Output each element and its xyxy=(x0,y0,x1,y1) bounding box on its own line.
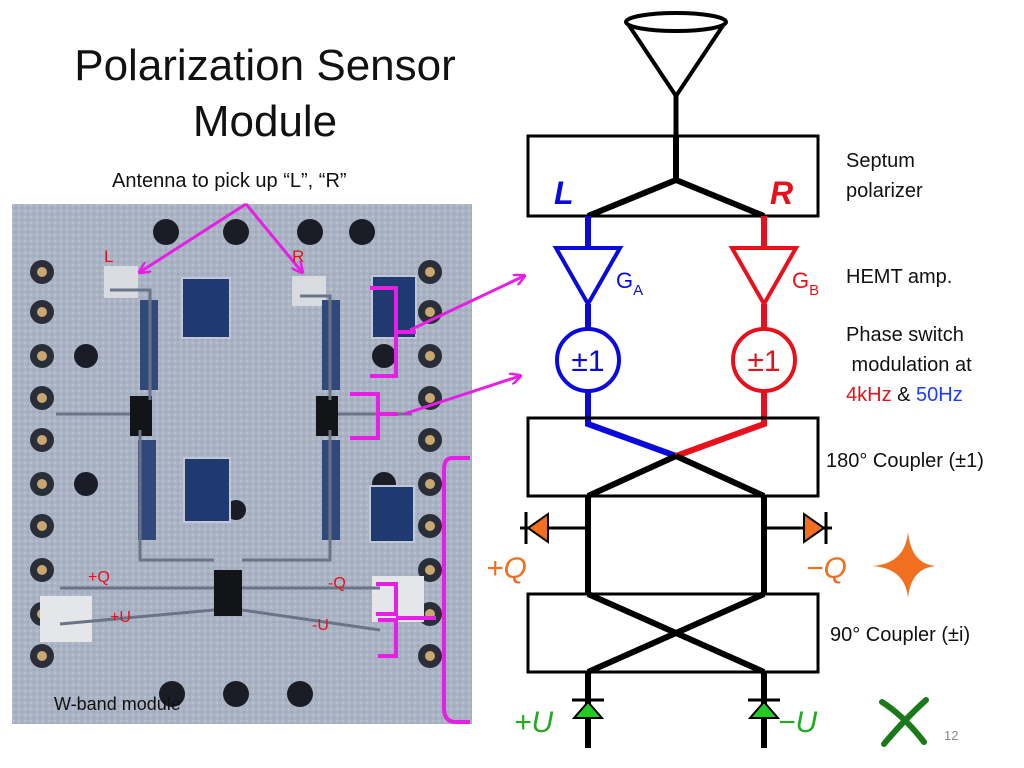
diode-icon xyxy=(747,698,781,719)
photo-label-minus-u: -U xyxy=(312,617,329,634)
freq-4khz: 4kHz xyxy=(846,384,892,406)
phase-switch-annotation: Phase switch modulation at 4kHz & 50Hz xyxy=(846,320,972,410)
pointer-arrows xyxy=(403,276,524,416)
coupler-90-box xyxy=(526,592,820,674)
minus-q-label: −Q xyxy=(806,552,847,585)
plus-cross-icon xyxy=(872,532,936,598)
gain-b-label: GB xyxy=(792,268,819,299)
septum-line-1: Septum xyxy=(846,150,915,172)
amplifier-triangle-icon xyxy=(552,246,624,309)
horn-antenna-icon xyxy=(624,11,728,136)
photo-label-plus-q: +Q xyxy=(88,569,110,586)
hemt-annotation: HEMT amp. xyxy=(846,266,953,288)
schematic: L R ±1 GA ±1 GB xyxy=(486,11,936,748)
title-line-2: Module xyxy=(192,97,338,146)
mounting-holes xyxy=(74,219,396,707)
phase-switch-left-label: ±1 xyxy=(571,345,604,378)
title-line-1: Polarization Sensor xyxy=(74,41,456,90)
phase-switch-right-label: ±1 xyxy=(747,345,780,378)
frequency-line: 4kHz & 50Hz xyxy=(846,380,972,410)
diode-icon xyxy=(764,512,832,544)
septum-annotation: Septum polarizer xyxy=(846,146,923,206)
photo-label-plus-u: +U xyxy=(110,609,131,626)
amplifier-triangle-icon xyxy=(728,246,800,309)
diode-icon xyxy=(520,512,588,544)
coupler-90-annotation: 90° Coupler (±i) xyxy=(830,624,971,646)
left-chain: ±1 GA xyxy=(552,216,678,459)
right-chain: ±1 GB xyxy=(674,216,819,459)
slide-title: Polarization Sensor Module xyxy=(40,38,490,150)
substrate-pad xyxy=(104,266,138,298)
magenta-brackets xyxy=(350,286,470,724)
gain-a-label: GA xyxy=(616,268,643,299)
septum-line-2: polarizer xyxy=(846,180,923,202)
photo-label-r: R xyxy=(292,247,304,266)
substrate-pad xyxy=(40,596,92,642)
freq-and: & xyxy=(891,384,917,406)
phase-line-2: modulation at xyxy=(846,354,972,376)
plus-q-label: +Q xyxy=(486,552,527,585)
photo-label-minus-q: -Q xyxy=(328,575,346,592)
page-number: 12 xyxy=(944,728,959,743)
pad-column-right xyxy=(418,260,442,668)
mmic-chips xyxy=(130,275,417,616)
substrate-pad xyxy=(292,276,326,306)
branch-label-r: R xyxy=(770,175,793,211)
photo-label-l: L xyxy=(104,247,113,266)
branch-label-l: L xyxy=(554,175,574,211)
module-caption: W-band module xyxy=(54,694,181,714)
antenna-arrows xyxy=(140,202,302,272)
minus-u-label: −U xyxy=(778,706,818,739)
diode-icon xyxy=(571,698,605,719)
plus-u-label: +U xyxy=(514,706,554,739)
antenna-caption: Antenna to pick up “L”, “R” xyxy=(112,170,347,192)
coupler-180-box xyxy=(526,416,820,498)
coupler-180-annotation: 180° Coupler (±1) xyxy=(826,450,984,472)
transmission-lines xyxy=(56,288,412,632)
x-cross-icon xyxy=(879,697,929,747)
freq-50hz: 50Hz xyxy=(916,384,963,406)
module-photo: L R +Q -Q +U -U W-band module xyxy=(12,202,472,724)
phase-line-1: Phase switch xyxy=(846,324,964,346)
